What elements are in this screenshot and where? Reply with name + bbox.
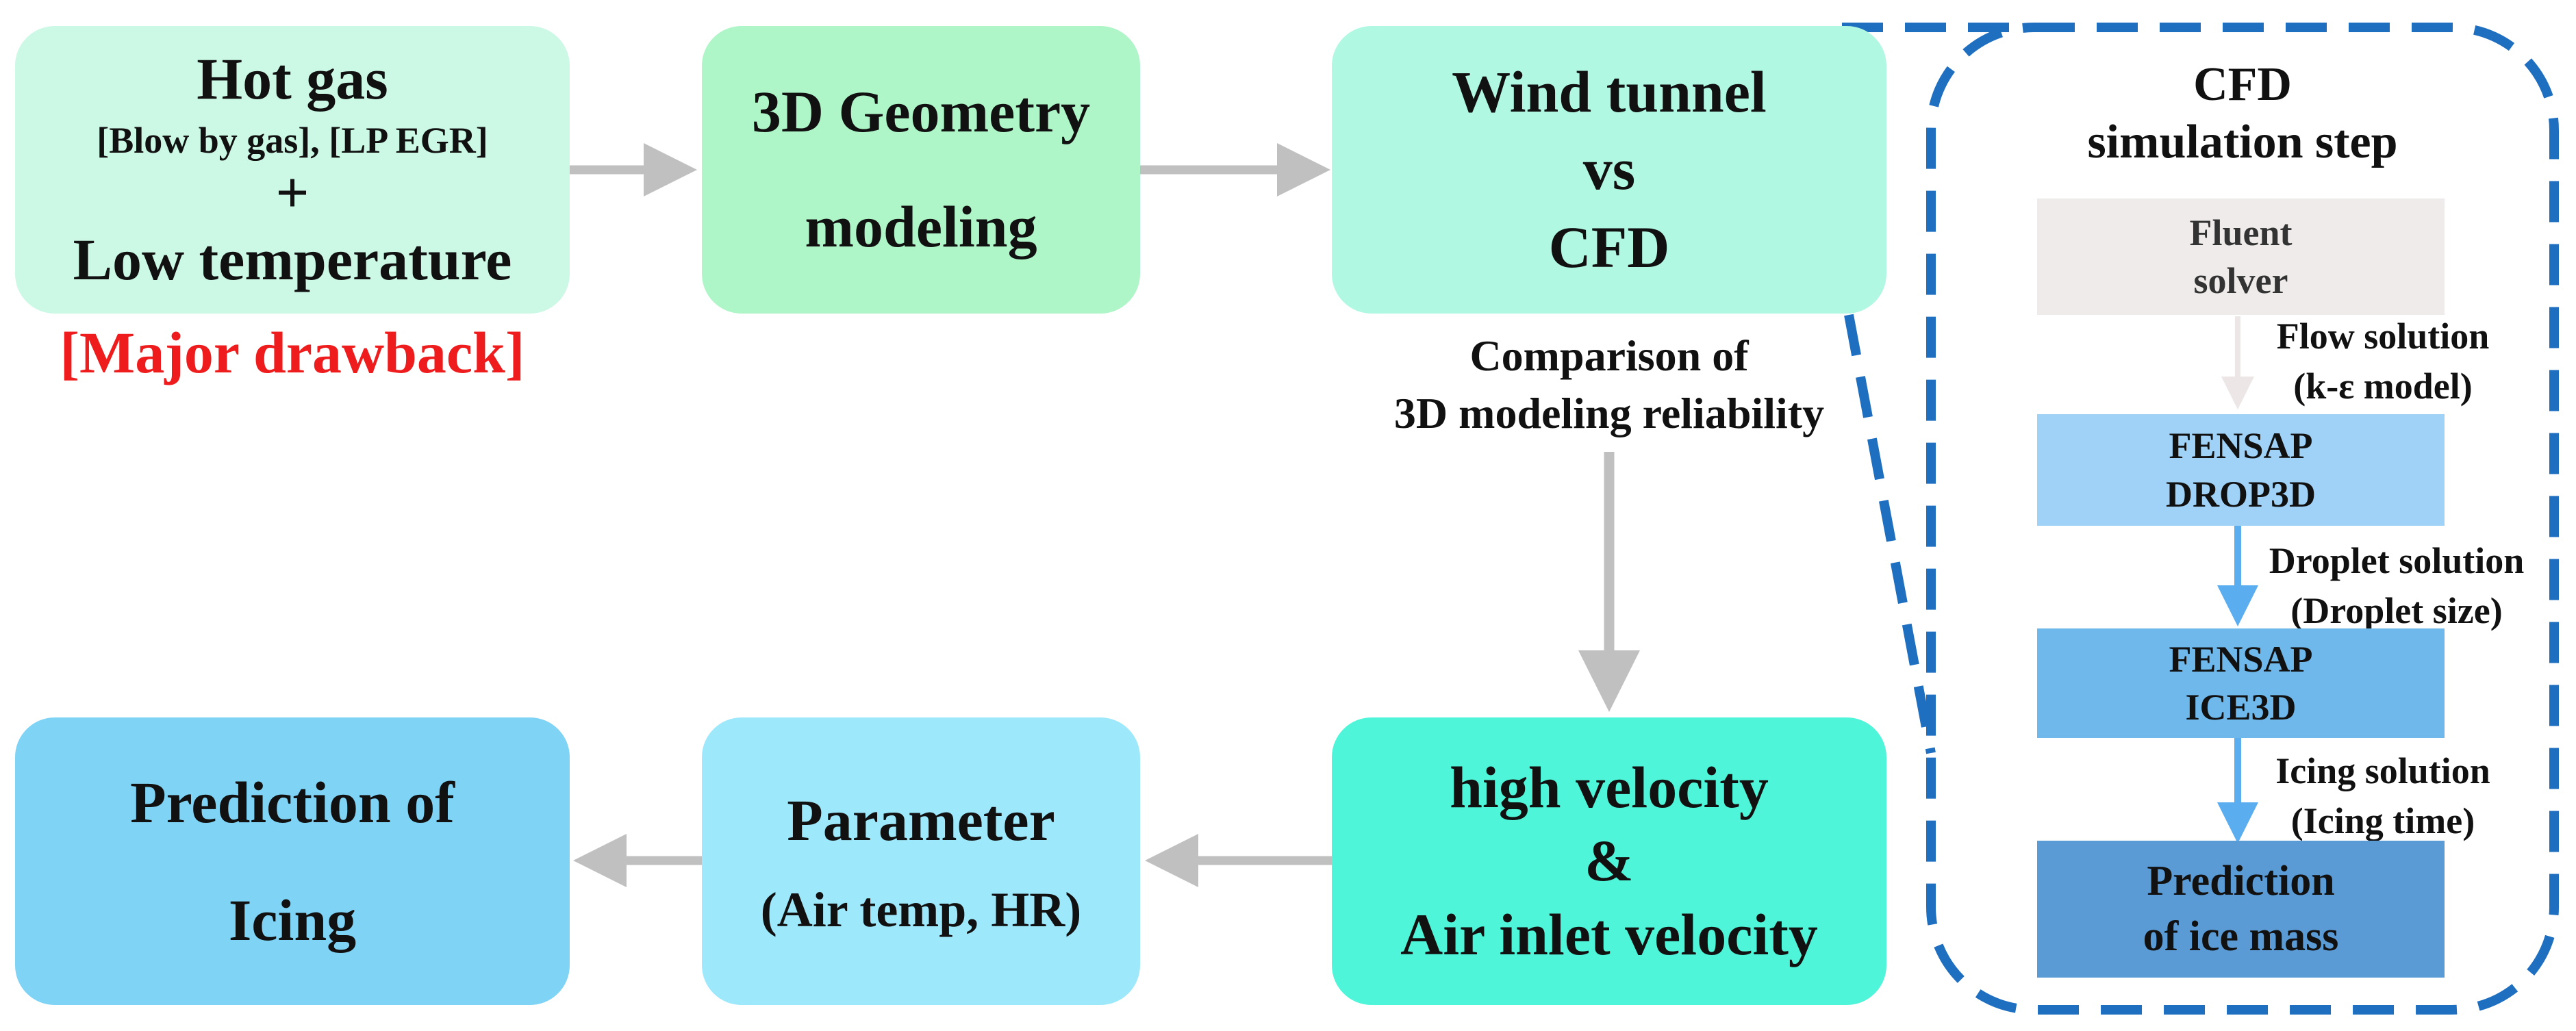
cfd-panel-title: CFD simulation step	[1931, 56, 2554, 171]
velocity-box: high velocity & Air inlet velocity	[1332, 717, 1886, 1005]
flow-solution-line2: (k-ε model)	[2293, 365, 2473, 407]
step-fensap-ice3d: FENSAP ICE3D	[2037, 628, 2445, 738]
droplet-solution-line1: Droplet solution	[2269, 540, 2525, 581]
cfd-title-line1: CFD	[2193, 58, 2292, 111]
parameter-line2: (Air temp, HR)	[760, 882, 1082, 938]
edge-label-icing-solution: Icing solution (Icing time)	[2246, 746, 2520, 846]
flow-solution-line1: Flow solution	[2276, 316, 2490, 357]
ice3d-line1: FENSAP	[2169, 638, 2313, 680]
step-fensap-drop3d: FENSAP DROP3D	[2037, 414, 2445, 526]
wind-tunnel-line1: Wind tunnel	[1452, 58, 1767, 125]
plus-sign: +	[275, 159, 310, 225]
hot-gas-subtitle: [Blow by gas], [LP EGR]	[97, 119, 488, 161]
fluent-line2: solver	[2193, 260, 2288, 301]
step-prediction-ice-mass: Prediction of ice mass	[2037, 841, 2445, 978]
velocity-line2: &	[1584, 828, 1634, 894]
icing-solution-line1: Icing solution	[2275, 750, 2490, 791]
ice-mass-line1: Prediction	[2147, 858, 2335, 905]
ice-mass-line2: of ice mass	[2143, 913, 2339, 960]
comparison-label: Comparison of 3D modeling reliability	[1332, 327, 1886, 443]
low-temperature-label: Low temperature	[73, 227, 512, 293]
parameter-line1: Parameter	[787, 787, 1055, 853]
icing-solution-line2: (Icing time)	[2290, 800, 2475, 841]
droplet-solution-line2: (Droplet size)	[2290, 589, 2503, 631]
geometry-line1: 3D Geometry	[751, 79, 1091, 145]
major-drawback-label: [Major drawback]	[60, 320, 525, 385]
step-fluent-solver: Fluent solver	[2037, 199, 2445, 315]
wind-tunnel-box: Wind tunnel vs CFD	[1332, 26, 1886, 314]
drop3d-line1: FENSAP	[2169, 425, 2313, 467]
fluent-line1: Fluent	[2189, 212, 2293, 253]
comparison-line2: 3D modeling reliability	[1393, 389, 1825, 438]
hot-gas-title: Hot gas	[197, 46, 388, 112]
edge-label-flow-solution: Flow solution (k-ε model)	[2246, 311, 2520, 411]
wind-tunnel-line2: vs	[1582, 136, 1636, 203]
hot-gas-box: Hot gas [Blow by gas], [LP EGR] + Low te…	[15, 26, 570, 314]
comparison-line1: Comparison of	[1469, 331, 1749, 380]
drop3d-line2: DROP3D	[2166, 473, 2316, 515]
ice3d-line2: ICE3D	[2185, 687, 2297, 728]
wind-tunnel-line3: CFD	[1548, 214, 1670, 280]
cfd-panel-border	[1926, 23, 2559, 1015]
edge-label-droplet-solution: Droplet solution (Droplet size)	[2253, 536, 2540, 636]
prediction-icing-line2: Icing	[228, 887, 357, 953]
callout-line-diagonal	[1844, 314, 1936, 754]
prediction-icing-box: Prediction of Icing	[15, 717, 570, 1005]
velocity-line3: Air inlet velocity	[1400, 901, 1818, 967]
velocity-line1: high velocity	[1450, 754, 1769, 820]
parameter-box: Parameter (Air temp, HR)	[702, 717, 1140, 1005]
geometry-line2: modeling	[805, 194, 1037, 259]
cfd-title-line2: simulation step	[2087, 116, 2398, 168]
geometry-modeling-box: 3D Geometry modeling	[702, 26, 1140, 314]
prediction-icing-line1: Prediction of	[130, 769, 455, 835]
